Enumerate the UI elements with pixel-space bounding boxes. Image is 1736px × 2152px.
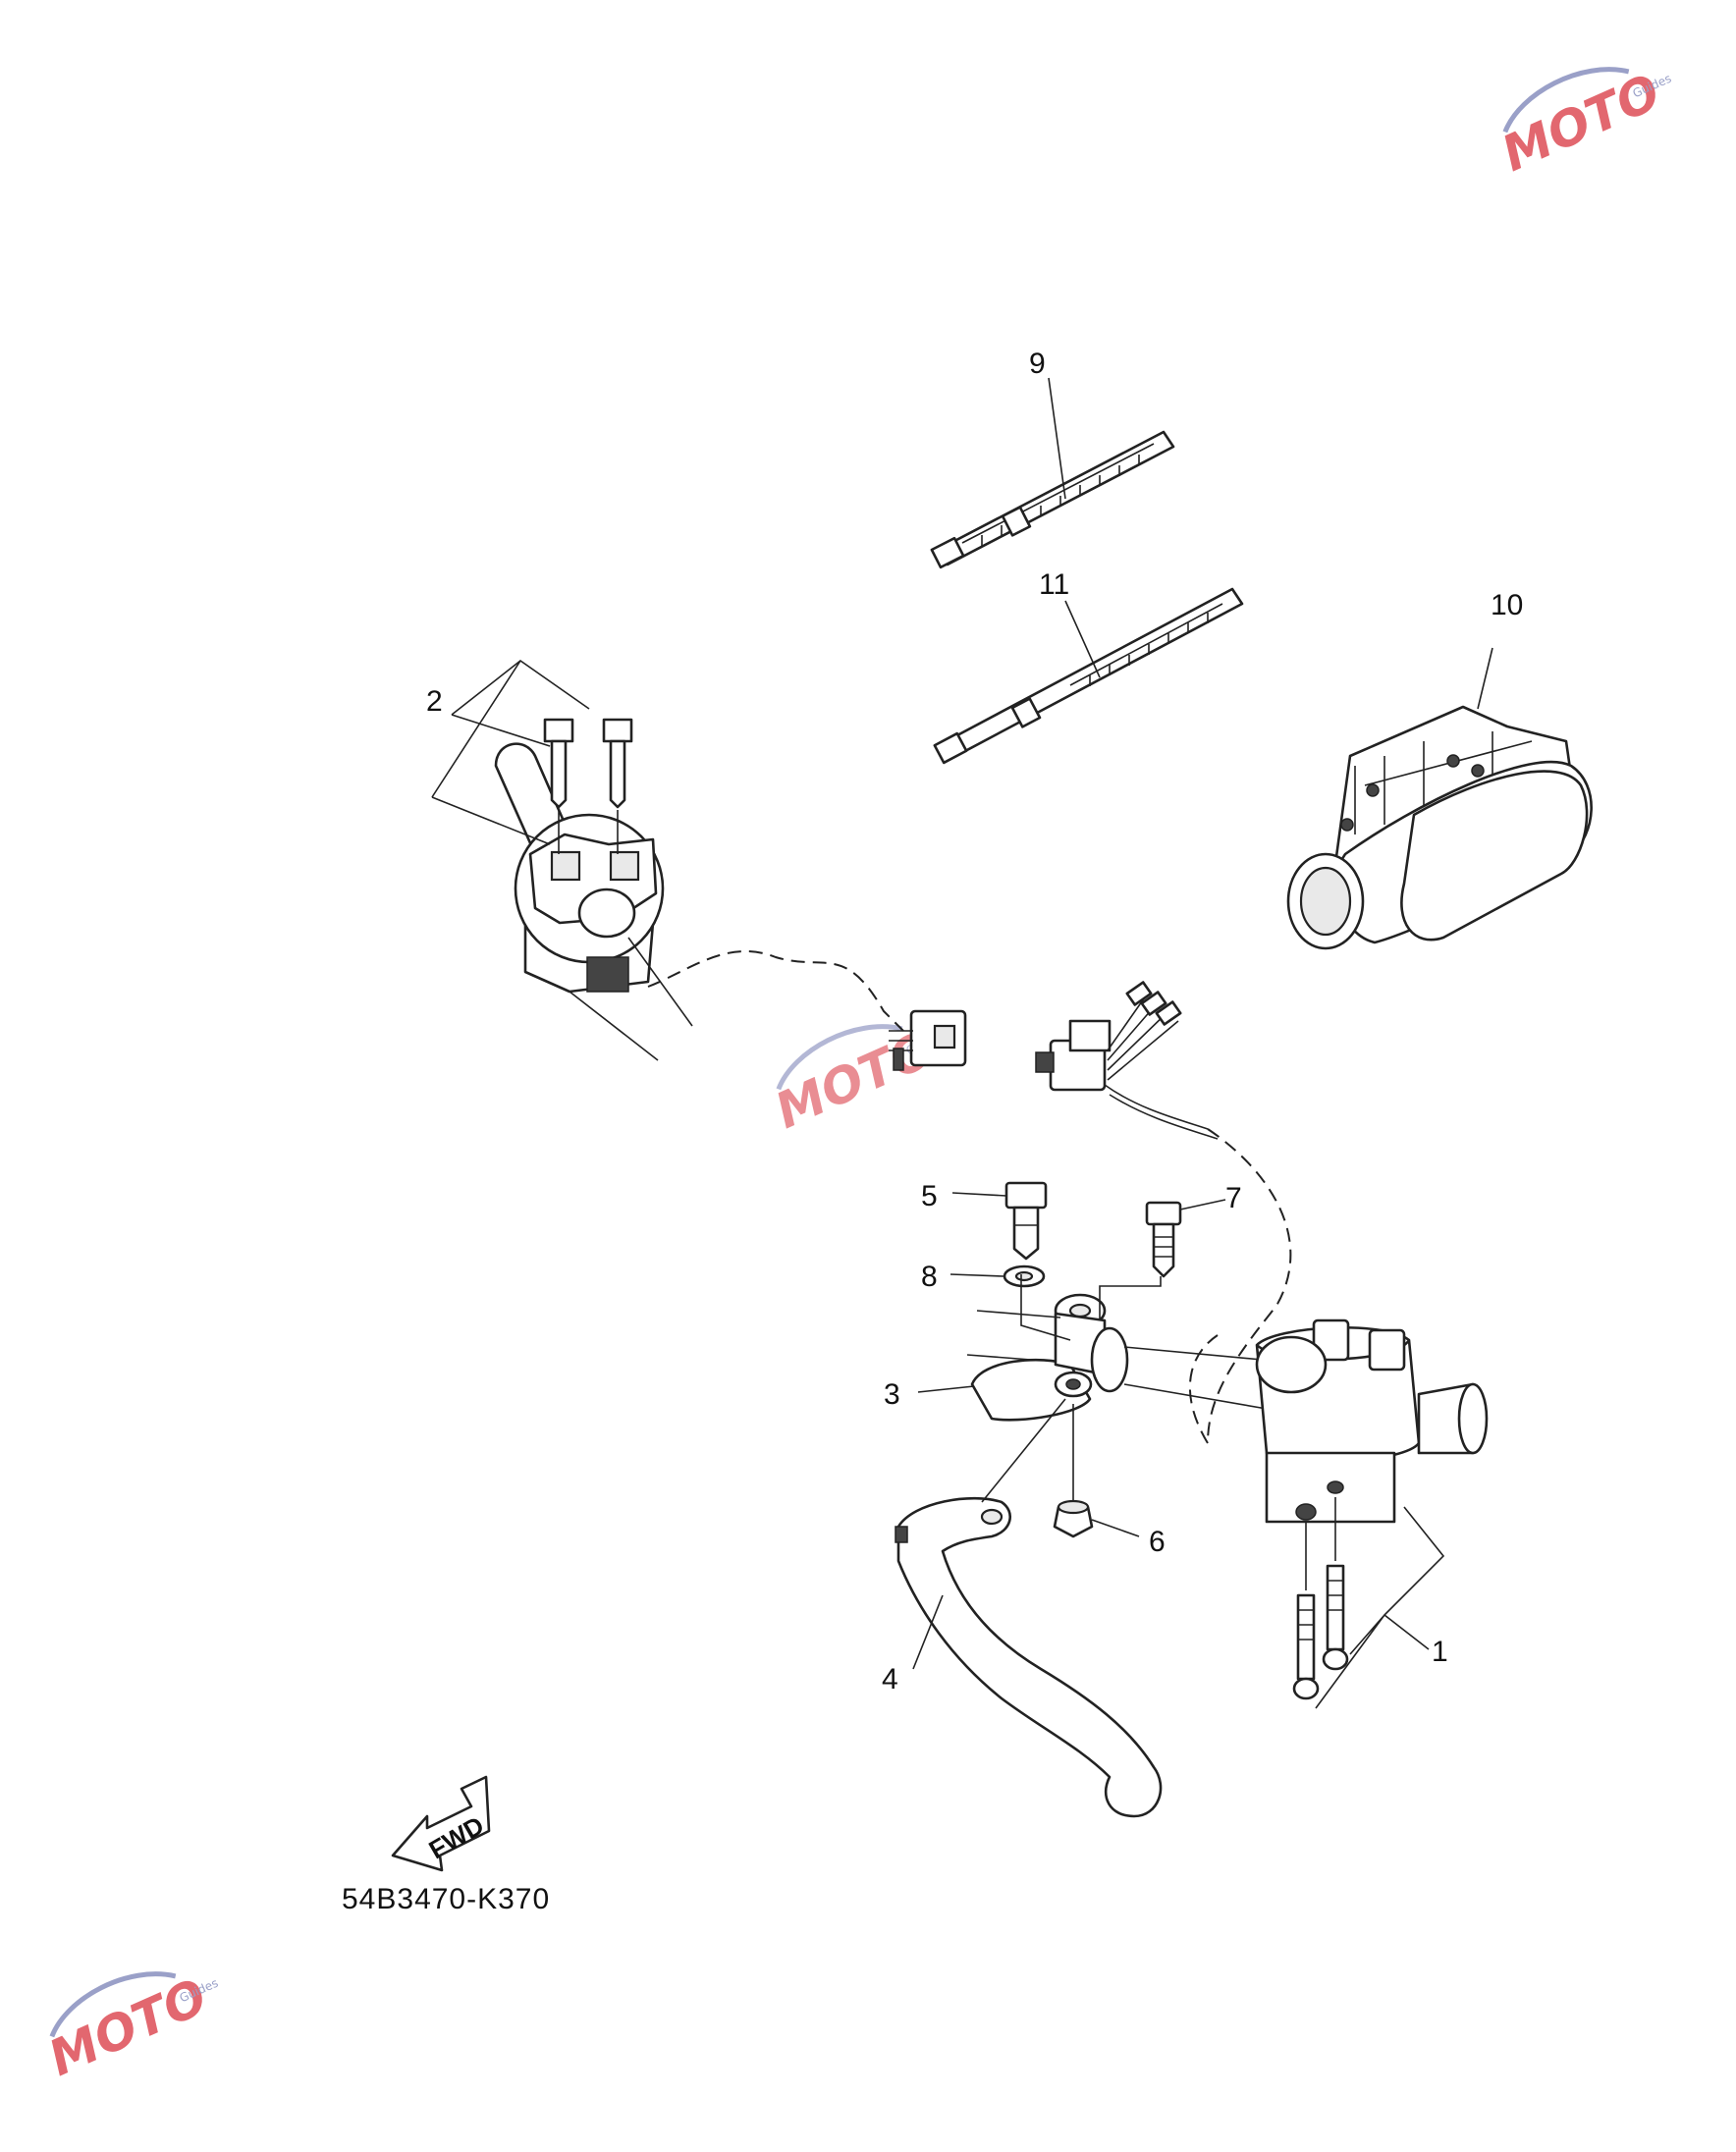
- leader-bracket-2b: [431, 660, 521, 798]
- assembly-line-3c: [1123, 1346, 1263, 1361]
- callout-9: 9: [1029, 348, 1046, 380]
- connector-coupler-right: [1035, 981, 1219, 1140]
- leader-8: [949, 1273, 1004, 1277]
- leader-10: [1477, 647, 1493, 710]
- leader-1: [1383, 1614, 1430, 1650]
- lever-pivot-bolt-5: [1004, 1181, 1048, 1261]
- leader-4: [912, 1594, 944, 1670]
- leader-2: [451, 714, 551, 747]
- assembly-line-3d: [1123, 1383, 1268, 1410]
- callout-6: 6: [1149, 1526, 1166, 1558]
- leader-3: [917, 1385, 975, 1393]
- diagram-code: 54B3470-K370: [342, 1883, 550, 1915]
- leader-7: [1179, 1199, 1226, 1210]
- assembly-line-4: [981, 1398, 1066, 1503]
- callout-10: 10: [1491, 589, 1523, 621]
- callout-8: 8: [921, 1261, 938, 1293]
- holder-screw-7: [1145, 1201, 1182, 1278]
- leader-9: [1048, 377, 1066, 500]
- forward-arrow-icon: FWD: [391, 1775, 491, 1872]
- wire-harness-right: [1207, 1128, 1292, 1444]
- callout-4: 4: [882, 1663, 898, 1695]
- leader-11: [1064, 600, 1101, 678]
- callout-5: 5: [921, 1180, 938, 1212]
- washer-hole: [1014, 1270, 1034, 1282]
- callout-1: 1: [1432, 1636, 1448, 1668]
- wire-harness-left: [647, 950, 904, 1032]
- handlebar-switch-right-1: [1188, 1318, 1489, 1524]
- assembly-line-3a: [976, 1310, 1061, 1318]
- handlebar-switch-left-2: [494, 718, 693, 1061]
- leader-bracket-1a: [1383, 1506, 1445, 1616]
- leader-5: [951, 1192, 1007, 1197]
- callout-11: 11: [1039, 568, 1069, 601]
- watermark-swoosh: [776, 1024, 903, 1091]
- callout-3: 3: [884, 1378, 900, 1411]
- watermark-text: MOTO: [1493, 63, 1668, 183]
- switch-screw-short: [1322, 1564, 1349, 1671]
- lever-holder-3: [970, 1293, 1129, 1422]
- watermark-swoosh: [49, 1971, 177, 2038]
- assembly-line-3b: [966, 1354, 1032, 1361]
- lever-nut-6: [1053, 1499, 1094, 1538]
- leader-bracket-2: [451, 660, 590, 716]
- callout-2: 2: [426, 685, 443, 718]
- switch-screw-long: [1292, 1593, 1320, 1700]
- connector-coupler-left: [889, 1009, 967, 1071]
- leader-2c: [431, 796, 551, 845]
- cable-tie-11: [933, 587, 1244, 765]
- watermark-logo-bottom: MOTO Guides: [40, 1967, 220, 2087]
- leader-6: [1091, 1519, 1140, 1537]
- cable-tie-9: [930, 430, 1175, 569]
- watermark-logo-top: MOTO Guides: [1493, 63, 1673, 183]
- watermark-swoosh: [1502, 67, 1630, 134]
- clutch-lever-4: [895, 1496, 1163, 1818]
- assembly-line-7: [1099, 1276, 1162, 1320]
- watermark-text: MOTO: [40, 1967, 215, 2087]
- assembly-line-5-8: [1020, 1274, 1071, 1341]
- callout-7: 7: [1225, 1182, 1242, 1214]
- ignition-coil-10: [1286, 705, 1593, 950]
